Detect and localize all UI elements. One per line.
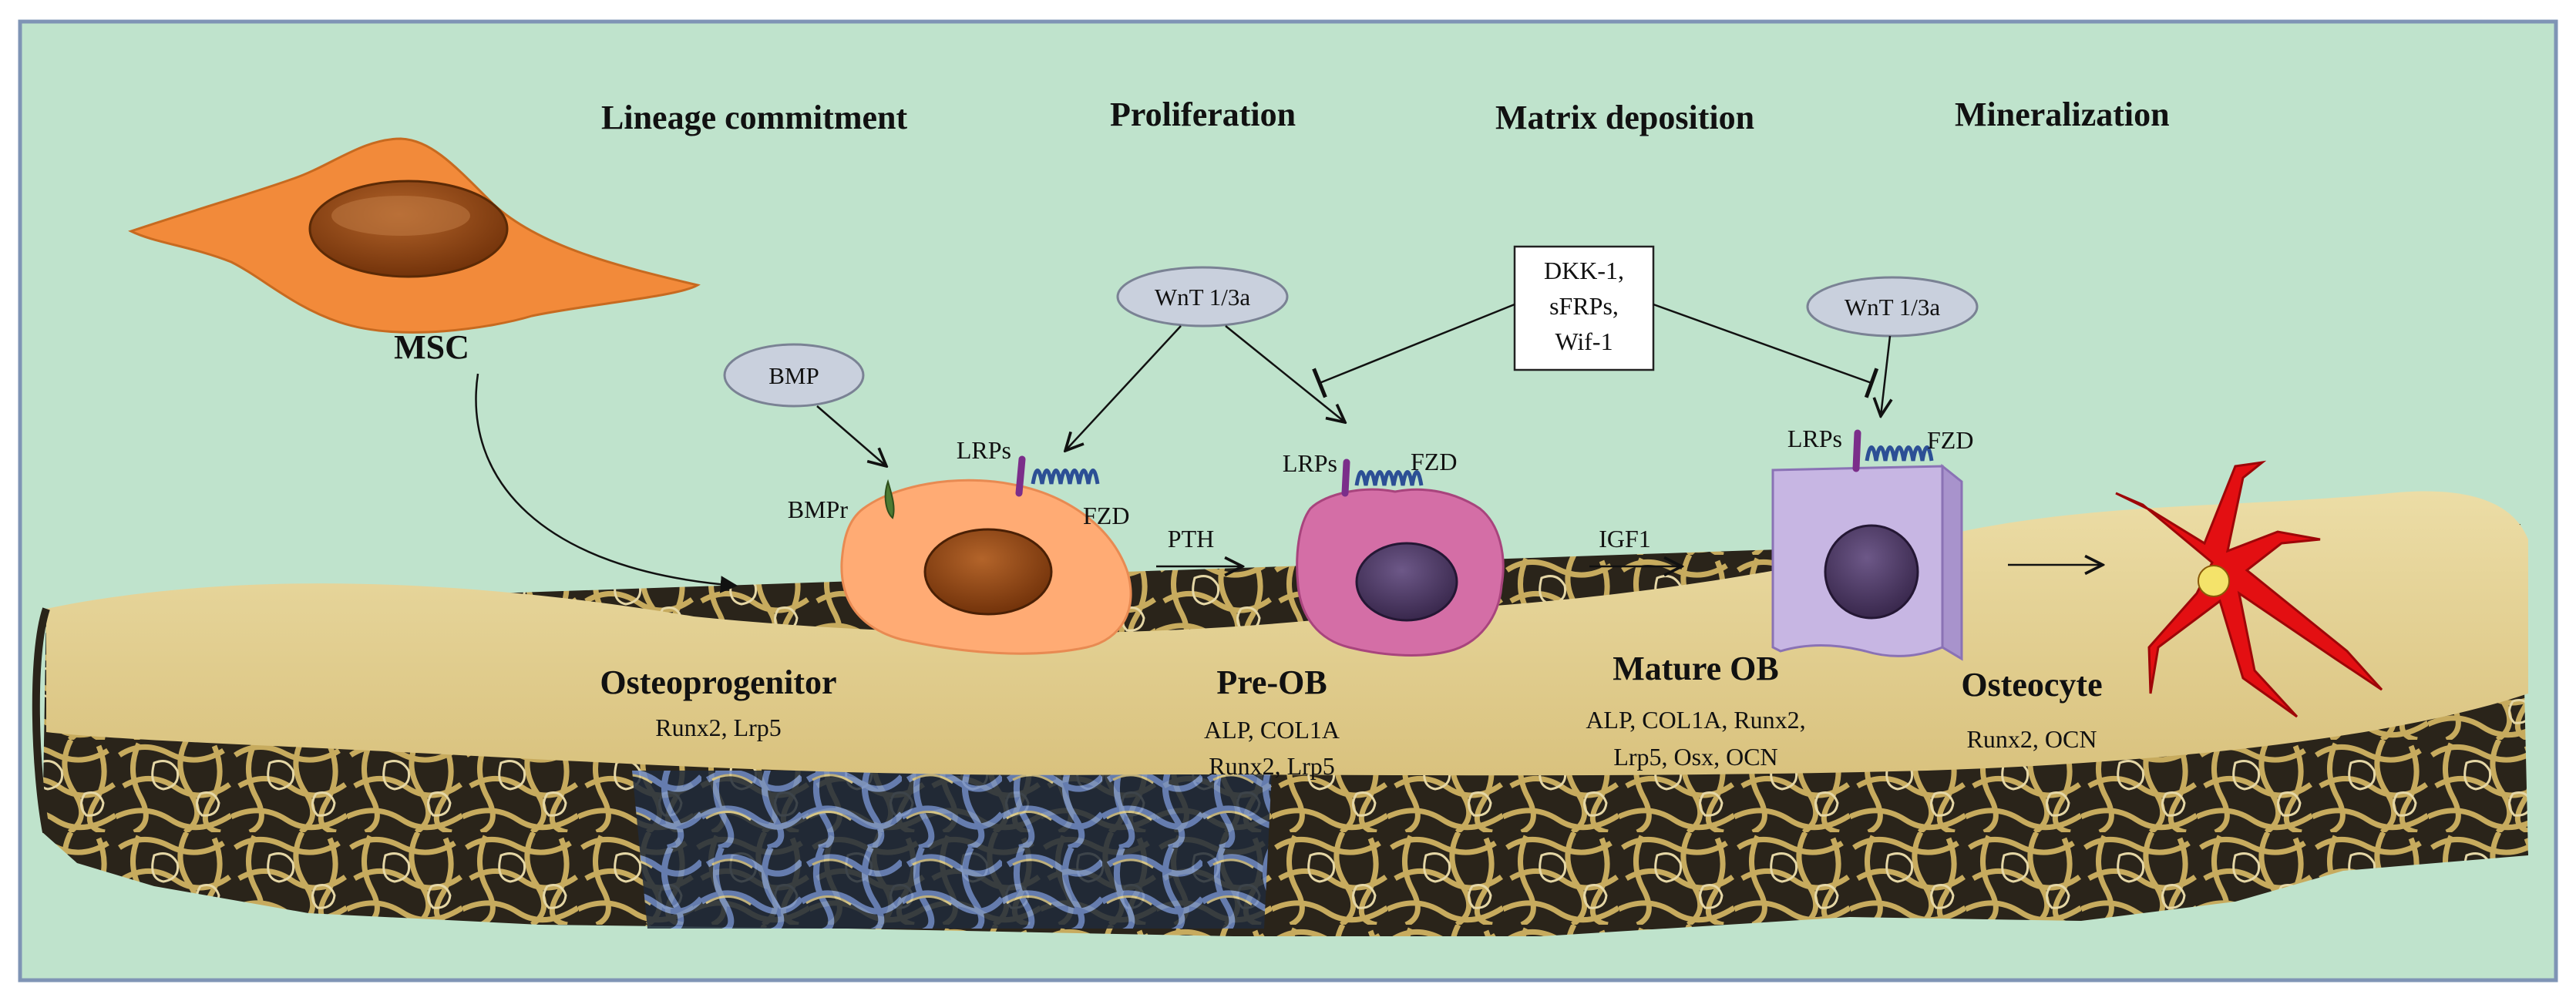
bmp-arrow	[816, 405, 886, 466]
bone-edge	[32, 607, 50, 833]
lrp-fzd-receptor-2	[1341, 459, 1424, 497]
wnt-right-label: WnT 1/3a	[1845, 294, 1940, 321]
inhibitor-to-matureob-line	[1653, 303, 1879, 398]
inhibitor-line-1: DKK-1,	[1544, 257, 1624, 284]
lrp-fzd-receptor-1	[1015, 455, 1100, 497]
lrps-label-3: LRPs	[1787, 425, 1842, 452]
preob-markers-line-1: ALP, COL1A	[1204, 716, 1340, 744]
pth-label: PTH	[1168, 525, 1214, 553]
fzd-label-3: FZD	[1927, 426, 1973, 454]
fzd-label-2: FZD	[1411, 448, 1457, 475]
msc-label: MSC	[394, 328, 469, 366]
msc-cell	[128, 137, 701, 334]
osteoprogenitor-label: Osteoprogenitor	[600, 663, 836, 701]
inhibitor-line-3: Wif-1	[1555, 328, 1613, 355]
stage-lineage-commitment: Lineage commitment	[601, 99, 907, 136]
bmpr-receptor	[884, 479, 895, 519]
osteoprogenitor-markers-line-1: Runx2, Lrp5	[655, 714, 782, 741]
preob-cell	[1296, 488, 1505, 657]
wnt-signal-left: WnT 1/3a	[1116, 266, 1289, 328]
wnt-left-label: WnT 1/3a	[1155, 284, 1250, 311]
osteocyte-label: Osteocyte	[1961, 666, 2102, 704]
wnt-left-to-preob-arrow	[1225, 325, 1345, 422]
inhibitor-to-preob-line	[1312, 303, 1515, 398]
preob-label: Pre-OB	[1216, 663, 1327, 701]
wnt-right-to-matureob-arrow	[1881, 335, 1890, 416]
matureob-markers-line-2: Lrp5, Osx, OCN	[1613, 743, 1777, 771]
wnt-left-to-osteoprogenitor-arrow	[1065, 325, 1182, 451]
inhibitor-line-2: sFRPs,	[1549, 292, 1619, 320]
lrps-label-2: LRPs	[1283, 449, 1337, 477]
msc-to-osteoprogenitor-arrow	[475, 373, 738, 593]
fzd-label-1: FZD	[1083, 502, 1129, 529]
stage-proliferation: Proliferation	[1110, 96, 1296, 133]
osteocyte-cell	[2115, 460, 2383, 718]
stage-matrix-deposition: Matrix deposition	[1495, 99, 1754, 136]
bmpr-label: BMPr	[788, 495, 849, 523]
osteoprogenitor-cell	[840, 479, 1132, 655]
matureob-markers-line-1: ALP, COL1A, Runx2,	[1586, 706, 1805, 734]
preob-markers-line-2: Runx2, Lrp5	[1209, 752, 1335, 780]
matureob-label: Mature OB	[1613, 650, 1779, 687]
stage-mineralization: Mineralization	[1955, 96, 2170, 133]
osteocyte-markers-line-1: Runx2, OCN	[1967, 725, 2097, 753]
matureob-cell	[1771, 463, 1963, 661]
lrps-label-1: LRPs	[957, 436, 1011, 464]
inhibitor-box: DKK-1, sFRPs, Wif-1	[1513, 245, 1655, 371]
lrp-fzd-receptor-3	[1852, 429, 1934, 472]
bmp-signal: BMP	[723, 343, 865, 408]
wnt-signal-right: WnT 1/3a	[1806, 276, 1979, 338]
bmp-label: BMP	[768, 362, 819, 389]
igf1-label: IGF1	[1599, 525, 1651, 553]
